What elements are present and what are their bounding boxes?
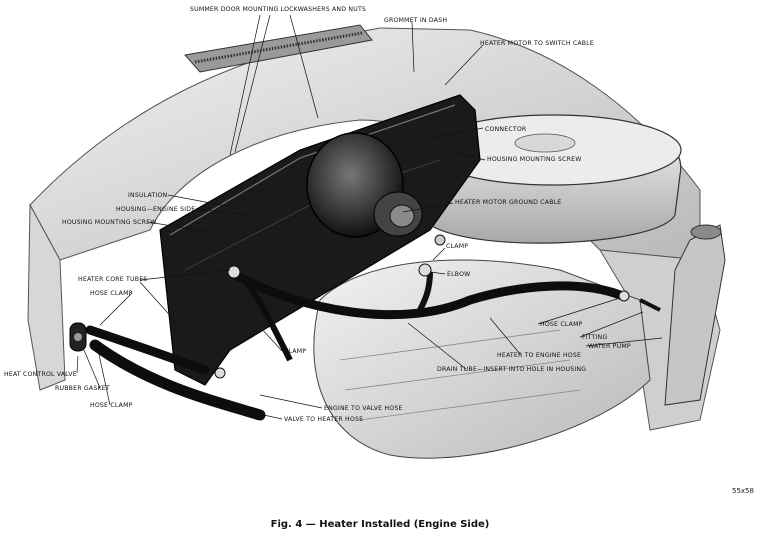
label-clamp-top: CLAMP <box>446 243 468 250</box>
label-housing-screw-left: HOUSING MOUNTING SCREW <box>62 219 157 226</box>
label-insulation: INSULATION <box>128 192 168 199</box>
left-fender <box>27 203 66 391</box>
label-drain-tube: DRAIN TUBE—INSERT INTO HOLE IN HOUSING <box>437 366 586 373</box>
fittings <box>214 234 661 379</box>
leader-lines <box>76 14 663 420</box>
label-core-tubes: HEATER CORE TUBES <box>78 276 147 283</box>
label-elbow: ELBOW <box>447 271 470 278</box>
label-water-pump: WATER PUMP <box>588 343 631 350</box>
blower-motor <box>306 132 423 238</box>
figure-reference-number: 55x58 <box>732 487 754 495</box>
label-engine-valve-hose: ENGINE TO VALVE HOSE <box>324 405 403 412</box>
air-cleaner <box>424 114 682 244</box>
label-hose-clamp-bottom: HOSE CLAMP <box>90 402 133 409</box>
label-motor-cable: HEATER MOTOR TO SWITCH CABLE <box>480 40 594 47</box>
label-grommet: GROMMET IN DASH <box>384 17 447 24</box>
label-summer-door: SUMMER DOOR MOUNTING LOCKWASHERS AND NUT… <box>190 6 366 13</box>
heater-installation-diagram: SUMMER DOOR MOUNTING LOCKWASHERS AND NUT… <box>4 6 726 459</box>
label-connector: CONNECTOR <box>485 126 527 133</box>
label-heater-engine-hose: HEATER TO ENGINE HOSE <box>497 352 581 359</box>
cowl-panel <box>29 27 701 261</box>
label-rubber-gasket: RUBBER GASKET <box>55 385 110 392</box>
figure-caption: Fig. 4 — Heater Installed (Engine Side) <box>270 519 490 530</box>
heat-control-valve <box>69 322 87 352</box>
label-control-valve: HEAT CONTROL VALVE <box>4 371 77 378</box>
callout-labels: SUMMER DOOR MOUNTING LOCKWASHERS AND NUT… <box>4 6 631 423</box>
label-housing-screw-right: HOUSING MOUNTING SCREW <box>487 156 582 163</box>
label-fitting: FITTING <box>582 334 607 341</box>
engine-block <box>313 259 651 459</box>
heater-hoses <box>85 270 625 421</box>
label-valve-heater-hose: VALVE TO HEATER HOSE <box>284 416 363 423</box>
exhaust-pipe <box>664 224 726 406</box>
label-hose-clamp-right: HOSE CLAMP <box>540 321 583 328</box>
label-ground-cable: HEATER MOTOR GROUND CABLE <box>455 199 561 206</box>
label-clamp-mid: CLAMP <box>284 348 306 355</box>
label-housing-engine-side: HOUSING—ENGINE SIDE <box>116 206 195 213</box>
label-hose-clamp-left: HOSE CLAMP <box>90 290 133 297</box>
